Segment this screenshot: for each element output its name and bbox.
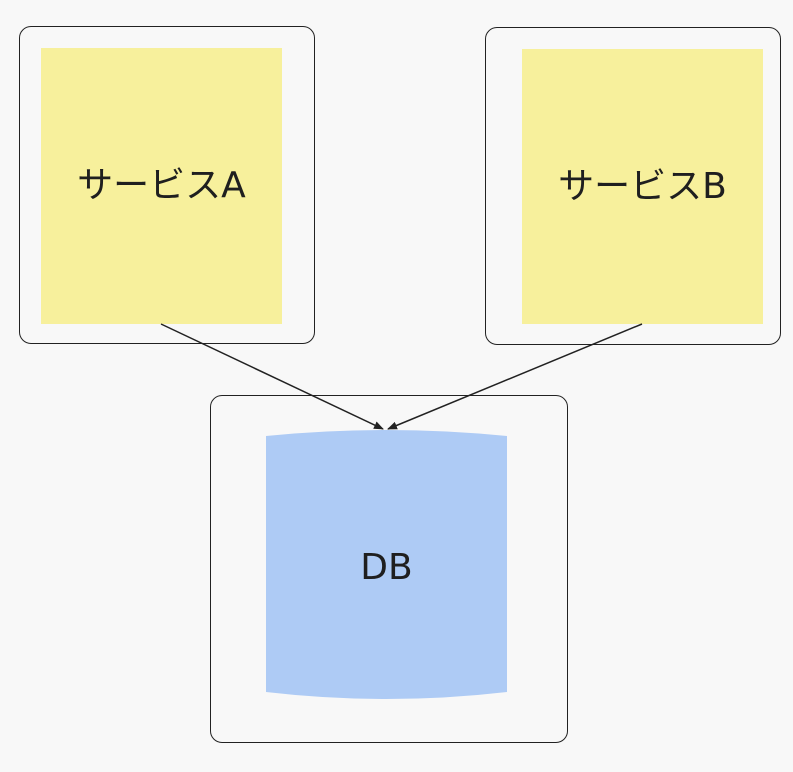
service-a-label: サービスA bbox=[77, 165, 246, 206]
db-label: DB bbox=[360, 547, 413, 588]
service-b-label: サービスB bbox=[558, 165, 727, 207]
service-a-node[interactable]: サービスA bbox=[41, 48, 282, 324]
service-b-node[interactable]: サービスB bbox=[522, 49, 763, 324]
